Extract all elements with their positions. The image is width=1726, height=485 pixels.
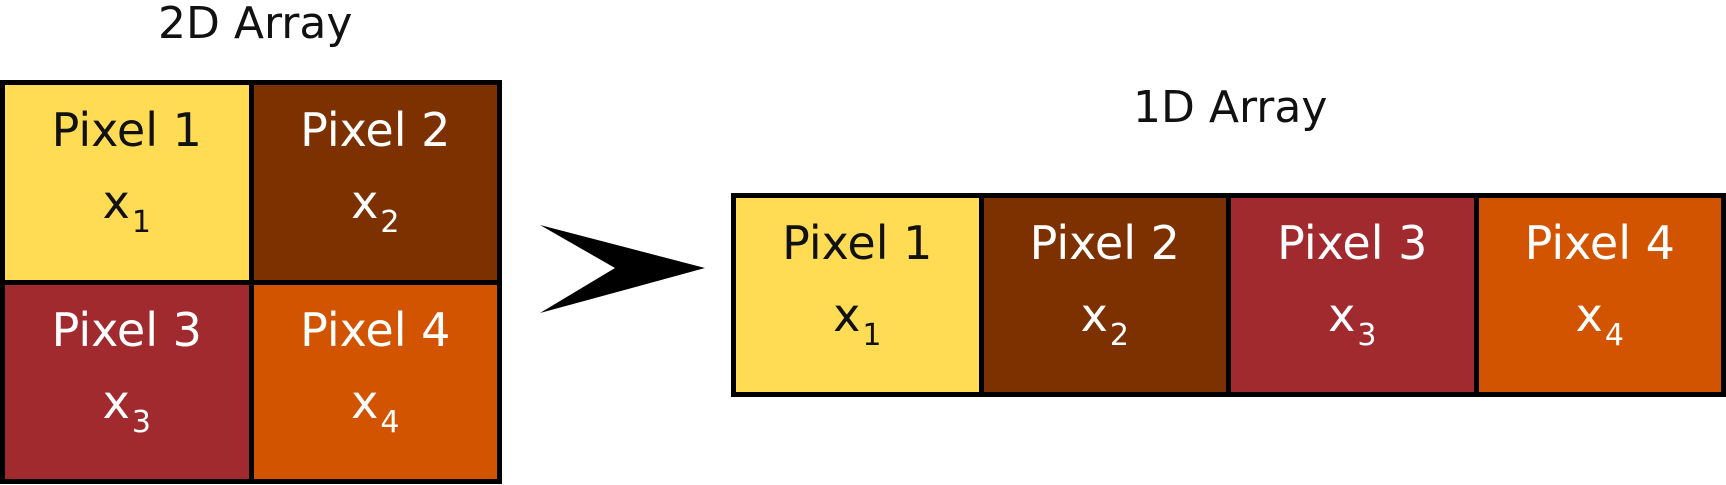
cell-subscript: 4: [380, 404, 400, 440]
cell-label: Pixel 3: [51, 302, 202, 357]
grid-cell-pixel-4: Pixel 4 x4: [253, 284, 497, 479]
cell-subscript: 2: [380, 205, 400, 240]
row-cell-pixel-4: Pixel 4 x4: [1478, 198, 1721, 392]
cell-label: Pixel 1: [51, 103, 202, 157]
cell-variable: x4: [351, 374, 400, 440]
grid-cell-pixel-3: Pixel 3 x3: [5, 284, 249, 479]
cell-label: Pixel 1: [782, 216, 933, 270]
row-cell-pixel-2: Pixel 2 x2: [983, 198, 1226, 392]
cell-label: Pixel 4: [300, 302, 451, 357]
cell-label: Pixel 2: [1029, 216, 1180, 270]
cell-variable: x1: [102, 175, 151, 240]
cell-variable: x3: [102, 374, 151, 440]
title-2d-array: 2D Array: [158, 0, 353, 49]
cell-variable: x4: [1575, 288, 1624, 353]
cell-variable: x2: [351, 175, 400, 240]
right-arrow-icon: [540, 225, 705, 313]
cell-label: Pixel 2: [300, 103, 451, 157]
title-1d-array: 1D Array: [1133, 82, 1328, 133]
cell-variable: x3: [1328, 288, 1377, 353]
cell-subscript: 1: [862, 318, 882, 353]
cell-label: Pixel 3: [1277, 216, 1428, 270]
cell-variable: x2: [1080, 288, 1129, 353]
grid-cell-pixel-2: Pixel 2 x2: [253, 85, 497, 280]
row-cell-pixel-1: Pixel 1 x1: [736, 198, 979, 392]
cell-subscript: 1: [131, 205, 151, 240]
cell-variable: x1: [833, 288, 882, 353]
cell-subscript: 4: [1604, 318, 1624, 353]
cell-subscript: 3: [131, 404, 151, 440]
array-1d-row: Pixel 1 x1 Pixel 2 x2 Pixel 3 x3 Pixel 4…: [731, 193, 1726, 397]
cell-subscript: 3: [1357, 318, 1377, 353]
row-cell-pixel-3: Pixel 3 x3: [1231, 198, 1474, 392]
array-2d-grid: Pixel 1 x1 Pixel 2 x2 Pixel 3 x3 Pixel 4…: [0, 80, 502, 484]
cell-subscript: 2: [1109, 318, 1129, 353]
cell-label: Pixel 4: [1524, 216, 1675, 270]
grid-cell-pixel-1: Pixel 1 x1: [5, 85, 249, 280]
